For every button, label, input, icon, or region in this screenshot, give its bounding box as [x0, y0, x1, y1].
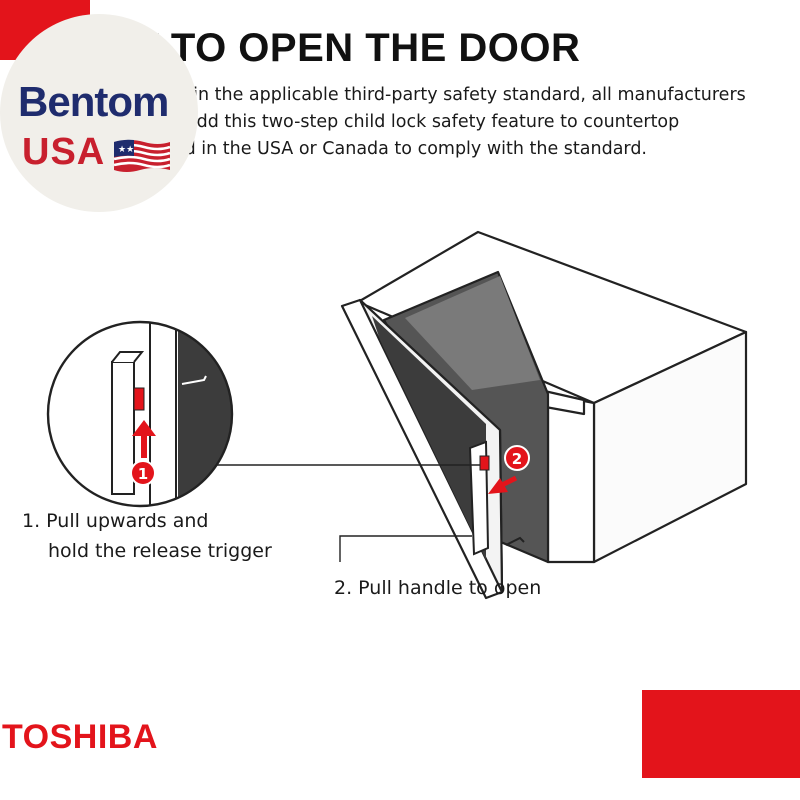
arrow-up-icon	[132, 420, 156, 458]
us-flag-icon: ★★	[113, 139, 171, 172]
badge-word: Bentom	[18, 78, 169, 125]
microwave-body	[340, 230, 748, 600]
step-2-caption: 2. Pull handle to open	[334, 577, 542, 599]
step-1-marker: 1	[130, 460, 156, 486]
magnifier-detail	[46, 320, 234, 508]
step-2-marker: 2	[504, 445, 530, 471]
door-handle	[468, 440, 490, 556]
toshiba-logo: TOSHIBA	[2, 718, 158, 756]
intro-paragraph: Due to changes in the applicable third-p…	[50, 85, 746, 159]
svg-text:2: 2	[512, 450, 522, 468]
step-1-line-1: 1. Pull upwards and	[22, 510, 209, 532]
arrow-pull-icon	[488, 475, 518, 494]
svg-text:★★: ★★	[118, 145, 134, 155]
step-1-line-2: hold the release trigger	[48, 540, 272, 562]
red-corner-block	[642, 690, 800, 778]
badge-country: USA	[22, 131, 106, 173]
step-1-caption: 1. Pull upwards and hold the release tri…	[22, 506, 272, 566]
bentom-usa-badge: Bentom USA ★★	[0, 14, 198, 212]
svg-text:1: 1	[138, 465, 148, 483]
callout-line-2	[339, 535, 472, 562]
